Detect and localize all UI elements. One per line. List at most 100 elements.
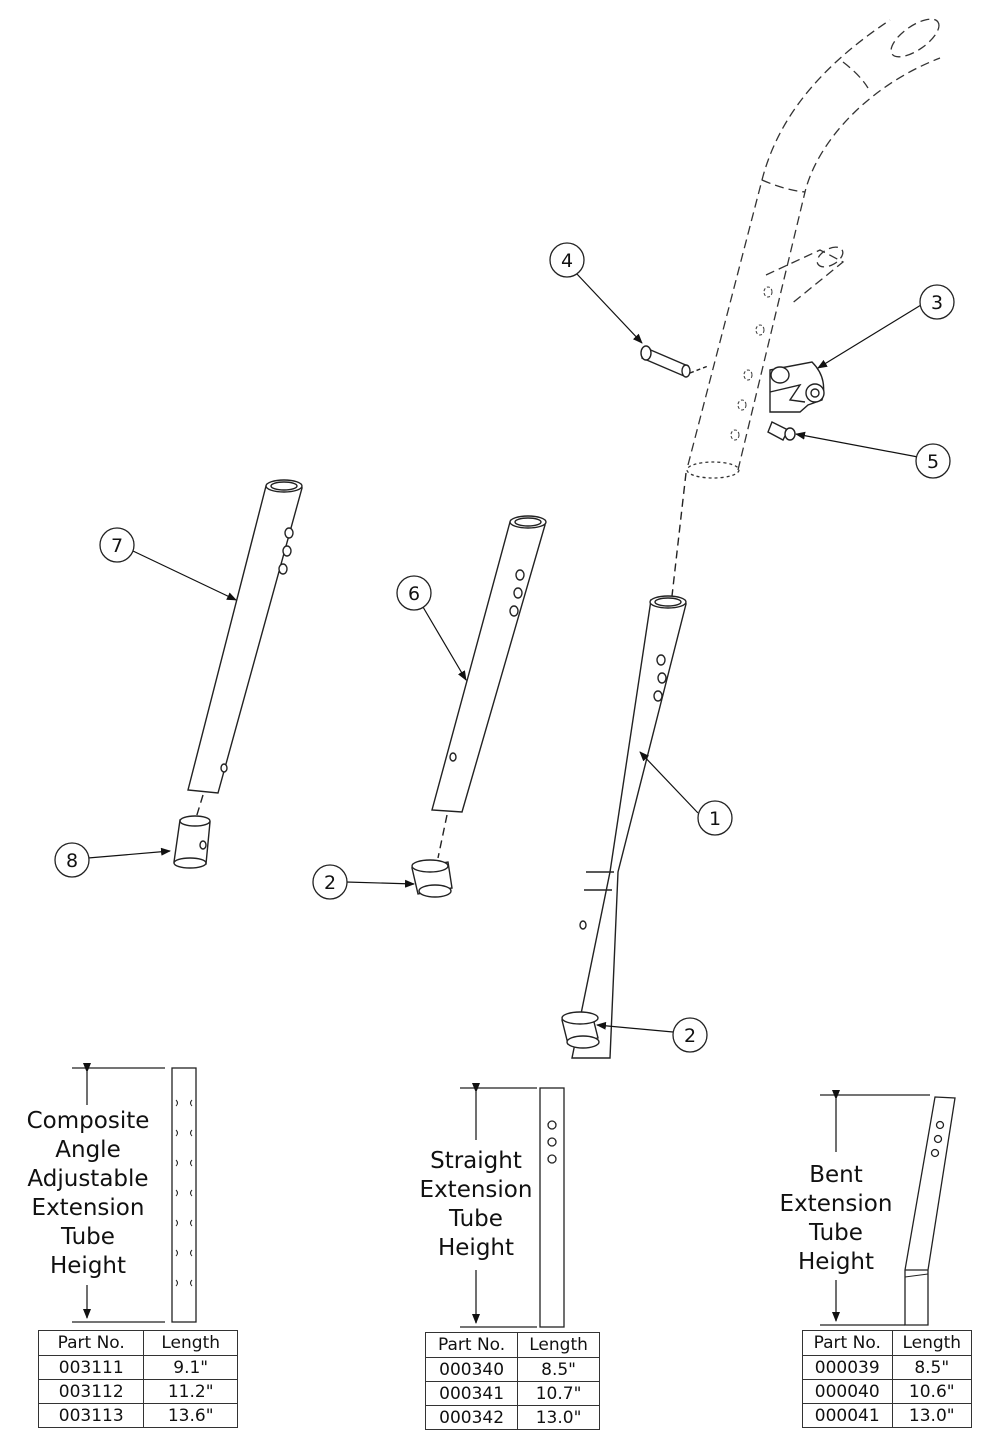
callout-7: 7 — [99, 527, 135, 563]
svg-text:6: 6 — [408, 583, 420, 605]
straight-extension-tube-part-6 — [431, 515, 547, 859]
part-number-cell: 000340 — [424, 1357, 519, 1382]
straight-parts-table: Part No. Length 000340 8.5" 000341 10.7"… — [424, 1332, 600, 1430]
leader-6 — [422, 606, 467, 681]
part-number-cell: 000342 — [424, 1405, 519, 1430]
bent-dimension-diagram — [820, 1090, 956, 1326]
frame-tube-bottom — [686, 461, 740, 479]
leader-1 — [639, 751, 699, 814]
column-header-length: Length — [891, 1330, 973, 1356]
table-header-row: Part No. Length — [424, 1332, 600, 1358]
svg-text:Straight: Straight — [430, 1148, 522, 1174]
column-header-length: Length — [143, 1330, 238, 1356]
composite-dimension-diagram — [72, 1063, 197, 1323]
composite-extension-tube-part-7 — [187, 479, 303, 819]
pin-part-4 — [640, 345, 709, 378]
bent-extension-tube-part-1 — [571, 472, 687, 1059]
part-number-cell: 003111 — [37, 1355, 145, 1380]
svg-text:Angle: Angle — [55, 1137, 120, 1163]
callout-6: 6 — [396, 575, 432, 611]
table-row: 000041 13.0" — [802, 1403, 973, 1428]
table-header-row: Part No. Length — [37, 1330, 238, 1356]
leader-2-middle — [345, 879, 415, 888]
length-cell: 10.7" — [517, 1381, 600, 1406]
part-number-cell: 003113 — [37, 1403, 145, 1428]
table-row: 000340 8.5" — [424, 1357, 600, 1382]
leader-3 — [817, 304, 922, 369]
part-number-cell: 000040 — [802, 1379, 893, 1404]
svg-text:Extension: Extension — [32, 1195, 145, 1221]
leader-2-lower — [596, 1021, 674, 1033]
length-cell: 11.2" — [143, 1379, 238, 1404]
table-row: 000341 10.7" — [424, 1381, 600, 1406]
svg-text:2: 2 — [324, 872, 336, 894]
svg-text:Extension: Extension — [420, 1177, 533, 1203]
svg-text:5: 5 — [927, 451, 939, 473]
leader-lines — [87, 272, 922, 1033]
bent-parts-table: Part No. Length 000039 8.5" 000040 10.6"… — [802, 1330, 973, 1428]
column-header-part-no: Part No. — [802, 1330, 893, 1356]
callout-2-lower: 2 — [672, 1017, 708, 1053]
svg-text:Height: Height — [438, 1235, 514, 1261]
straight-dimension-label: Straight Extension Tube Height — [420, 1148, 533, 1261]
end-cap-part-2-lower — [561, 1011, 600, 1049]
table-row: 003111 9.1" — [37, 1355, 238, 1380]
svg-text:3: 3 — [931, 292, 943, 314]
svg-text:Extension: Extension — [780, 1191, 893, 1217]
table-header-row: Part No. Length — [802, 1330, 973, 1356]
part-number-cell: 000341 — [424, 1381, 519, 1406]
svg-text:Tube: Tube — [448, 1206, 503, 1232]
length-cell: 8.5" — [891, 1355, 973, 1380]
composite-parts-table: Part No. Length 003111 9.1" 003112 11.2"… — [37, 1330, 238, 1428]
clamp-part-3 — [769, 361, 825, 413]
leader-7 — [132, 550, 237, 601]
length-cell: 10.6" — [891, 1379, 973, 1404]
length-cell: 13.6" — [143, 1403, 238, 1428]
frame-holes — [730, 286, 773, 441]
bent-dimension-label: Bent Extension Tube Height — [780, 1162, 893, 1275]
screw-part-5 — [767, 421, 796, 441]
column-header-part-no: Part No. — [424, 1332, 519, 1358]
svg-text:Composite: Composite — [27, 1108, 150, 1134]
part-number-cell: 000041 — [802, 1403, 893, 1428]
svg-text:Tube: Tube — [60, 1224, 115, 1250]
table-row: 000039 8.5" — [802, 1355, 973, 1380]
frame-phantom-tube — [687, 18, 941, 471]
callout-3: 3 — [919, 284, 955, 320]
column-header-part-no: Part No. — [37, 1330, 145, 1356]
straight-dimension-diagram — [460, 1083, 565, 1328]
column-header-length: Length — [517, 1332, 600, 1358]
callout-balloons: 1 2 2 3 4 5 6 7 8 — [54, 242, 955, 1053]
callout-1: 1 — [697, 800, 733, 836]
callout-8: 8 — [54, 842, 90, 878]
table-row: 003113 13.6" — [37, 1403, 238, 1428]
table-row: 003112 11.2" — [37, 1379, 238, 1404]
svg-text:Tube: Tube — [808, 1220, 863, 1246]
callout-4: 4 — [549, 242, 585, 278]
callout-5: 5 — [915, 443, 951, 479]
svg-text:Height: Height — [50, 1253, 126, 1279]
svg-text:Height: Height — [798, 1249, 874, 1275]
svg-text:2: 2 — [684, 1025, 696, 1047]
svg-text:7: 7 — [111, 535, 123, 557]
leader-5 — [795, 431, 919, 458]
length-cell: 9.1" — [143, 1355, 238, 1380]
length-cell: 8.5" — [517, 1357, 600, 1382]
svg-text:8: 8 — [66, 850, 78, 872]
svg-text:Bent: Bent — [809, 1162, 863, 1188]
svg-text:4: 4 — [561, 250, 573, 272]
length-cell: 13.0" — [891, 1403, 973, 1428]
leader-4 — [575, 272, 643, 344]
part-number-cell: 000039 — [802, 1355, 893, 1380]
part-number-cell: 003112 — [37, 1379, 145, 1404]
svg-text:Adjustable: Adjustable — [27, 1166, 148, 1192]
length-cell: 13.0" — [517, 1405, 600, 1430]
callout-2-middle: 2 — [312, 864, 348, 900]
end-cap-part-2-middle — [411, 859, 453, 898]
svg-text:1: 1 — [709, 808, 721, 830]
composite-dimension-label: Composite Angle Adjustable Extension Tub… — [27, 1108, 150, 1279]
table-row: 000342 13.0" — [424, 1405, 600, 1430]
table-row: 000040 10.6" — [802, 1379, 973, 1404]
insert-part-8 — [173, 815, 211, 869]
